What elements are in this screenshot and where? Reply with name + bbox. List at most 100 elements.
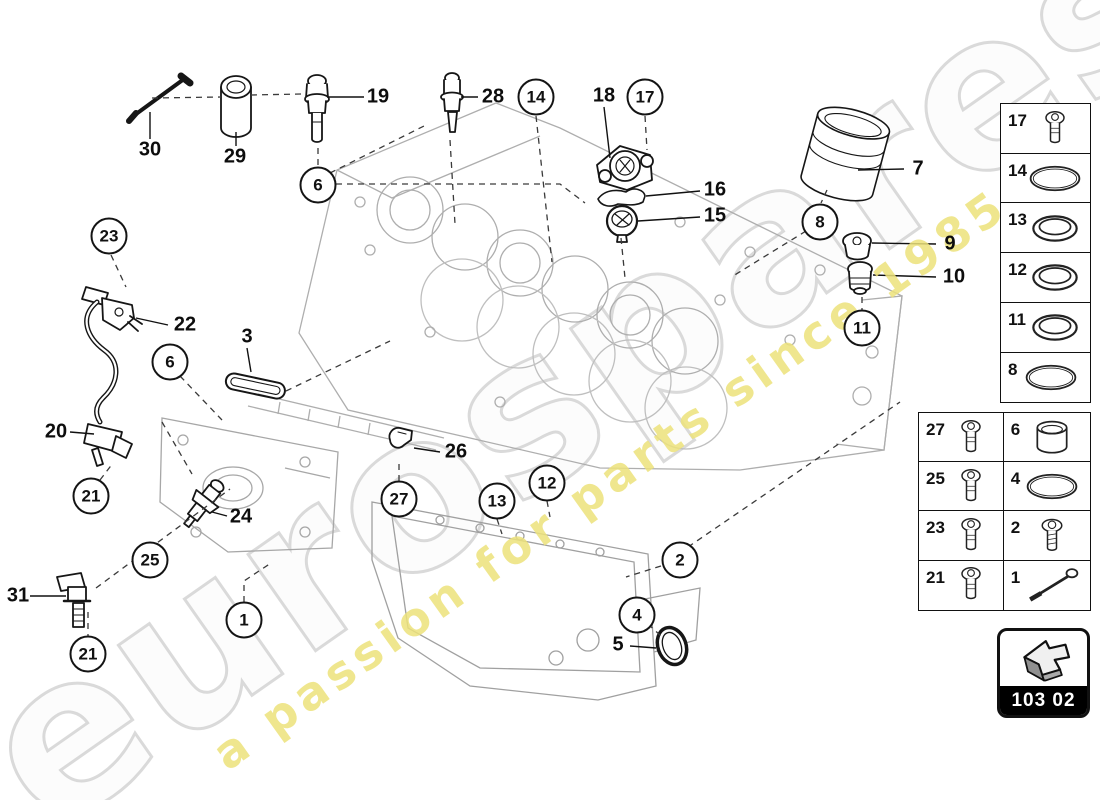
diagram-nav-box[interactable]: 103 02 xyxy=(997,628,1090,718)
legend-cell-17[interactable]: 17 xyxy=(1000,103,1091,155)
part-ref: 2 xyxy=(1010,518,1021,538)
callout-label-15[interactable]: 15 xyxy=(703,204,727,227)
sump-frame-sketch xyxy=(159,417,339,553)
callout-label-18[interactable]: 18 xyxy=(592,84,616,107)
sketch-part-26-clip xyxy=(388,426,413,449)
callout-circle-2[interactable]: 2 xyxy=(661,541,699,579)
callout-circle-17[interactable]: 17 xyxy=(626,78,664,116)
sketch-part-20-cable-sensor xyxy=(83,299,133,467)
callout-circle-21-upper[interactable]: 21 xyxy=(72,477,110,515)
sketch-part-5-cap xyxy=(655,625,689,667)
callout-label-28[interactable]: 28 xyxy=(481,85,505,108)
part-ref: 8 xyxy=(1008,359,1018,379)
legend-cell-23[interactable]: 23 xyxy=(918,510,1005,562)
seal-ring-icon xyxy=(1026,310,1084,345)
callout-label-5[interactable]: 5 xyxy=(612,633,624,656)
callout-label-26[interactable]: 26 xyxy=(444,440,468,463)
leader-lines-dashed xyxy=(87,93,901,637)
sketch-part-18-thermostat-housing xyxy=(596,145,654,191)
callout-label-30[interactable]: 30 xyxy=(138,138,162,161)
callout-label-22[interactable]: 22 xyxy=(173,313,197,336)
part-ref: 13 xyxy=(1008,210,1027,230)
callout-label-16[interactable]: 16 xyxy=(703,178,727,201)
callout-circle-13[interactable]: 13 xyxy=(478,482,516,520)
legend-cell-8[interactable]: 8 xyxy=(1000,351,1091,404)
callout-label-31[interactable]: 31 xyxy=(6,584,30,607)
sketch-part-7-sleeve xyxy=(800,106,891,202)
legend-cell-2[interactable]: 2 xyxy=(1002,510,1091,562)
torx-bolt-icon xyxy=(945,419,998,457)
callout-label-20[interactable]: 20 xyxy=(44,420,68,443)
callout-label-7[interactable]: 7 xyxy=(912,157,924,180)
callout-label-9[interactable]: 9 xyxy=(944,232,956,255)
callout-circle-6-lower[interactable]: 6 xyxy=(151,343,189,381)
legend-cell-1[interactable]: 1 xyxy=(1002,559,1091,611)
legend-cell-11[interactable]: 11 xyxy=(1000,301,1091,354)
engine-block-sketch xyxy=(247,102,903,471)
legend-table-single: 17 14 13 12 11 8 xyxy=(1000,103,1091,404)
torx-bolt-icon xyxy=(1027,110,1084,148)
callout-label-10[interactable]: 10 xyxy=(942,265,966,288)
callout-circle-14[interactable]: 14 xyxy=(517,78,555,116)
diagram-code: 103 02 xyxy=(1000,686,1087,715)
callout-circle-27[interactable]: 27 xyxy=(380,480,418,518)
sketch-part-3-gasket xyxy=(224,372,286,400)
callout-circle-8[interactable]: 8 xyxy=(801,203,839,241)
callout-circle-12[interactable]: 12 xyxy=(528,464,566,502)
part-ref: 17 xyxy=(1008,111,1027,130)
part-ref: 27 xyxy=(926,420,945,439)
stud-bolt-icon xyxy=(1020,565,1084,605)
legend-cell-12[interactable]: 12 xyxy=(1000,252,1091,304)
legend-cell-13[interactable]: 13 xyxy=(1000,202,1091,254)
callout-label-19[interactable]: 19 xyxy=(366,85,390,108)
torx-bolt-icon xyxy=(945,566,998,604)
sketch-part-15-thermostat xyxy=(605,204,639,243)
legend-table-grid: 27 6 25 4 23 2 21 1 xyxy=(918,412,1091,611)
sketch-part-29-cap xyxy=(220,75,252,138)
part-ref: 25 xyxy=(926,469,945,489)
part-ref: 14 xyxy=(1008,160,1027,180)
callout-label-29[interactable]: 29 xyxy=(223,145,247,168)
legend-cell-14[interactable]: 14 xyxy=(1000,152,1091,205)
oil-pan-sketch xyxy=(371,501,701,701)
part-ref: 11 xyxy=(1008,309,1026,329)
part-ref: 12 xyxy=(1008,260,1027,280)
legend-cell-6[interactable]: 6 xyxy=(1002,412,1091,463)
part-ref: 4 xyxy=(1010,469,1021,489)
torx-bolt-icon xyxy=(945,517,998,555)
part-ref: 23 xyxy=(926,518,945,538)
sketch-part-9-cap xyxy=(842,232,872,261)
callout-circle-25[interactable]: 25 xyxy=(131,541,169,579)
sketch-part-30-stud xyxy=(126,72,194,124)
part-ref: 6 xyxy=(1010,420,1021,439)
seal-ring-icon xyxy=(1027,211,1084,246)
callout-circle-23[interactable]: 23 xyxy=(90,217,128,255)
part-ref: 21 xyxy=(926,567,945,587)
sleeve-icon xyxy=(1020,419,1084,457)
callout-label-3[interactable]: 3 xyxy=(241,325,253,348)
legend-cell-4[interactable]: 4 xyxy=(1002,461,1091,513)
o-ring-icon xyxy=(1027,163,1084,194)
callout-circle-1[interactable]: 1 xyxy=(225,601,263,639)
sketch-part-31-sensor xyxy=(56,572,92,628)
sketch-part-19-sensor xyxy=(304,74,330,143)
callout-circle-4[interactable]: 4 xyxy=(618,596,656,634)
callout-circle-6-upper[interactable]: 6 xyxy=(299,166,337,204)
sketch-part-28-sensor xyxy=(440,72,464,133)
seal-ring-icon xyxy=(1027,260,1084,295)
legend-cell-21[interactable]: 21 xyxy=(918,559,1005,611)
legend-cell-27[interactable]: 27 xyxy=(918,412,1005,463)
leader-lines-solid xyxy=(30,96,937,649)
legend-cell-25[interactable]: 25 xyxy=(918,461,1005,513)
back-arrow-icon xyxy=(1000,631,1087,686)
callout-label-24[interactable]: 24 xyxy=(229,505,253,528)
part-ref: 1 xyxy=(1010,567,1021,587)
o-ring-icon xyxy=(1020,471,1084,502)
callout-circle-21-lower[interactable]: 21 xyxy=(69,635,107,673)
sketch-part-22-bracket xyxy=(81,286,143,332)
callout-circle-11[interactable]: 11 xyxy=(843,309,881,347)
sketch-part-24-sensor xyxy=(183,479,225,529)
sketch-part-10-plug xyxy=(847,261,873,295)
